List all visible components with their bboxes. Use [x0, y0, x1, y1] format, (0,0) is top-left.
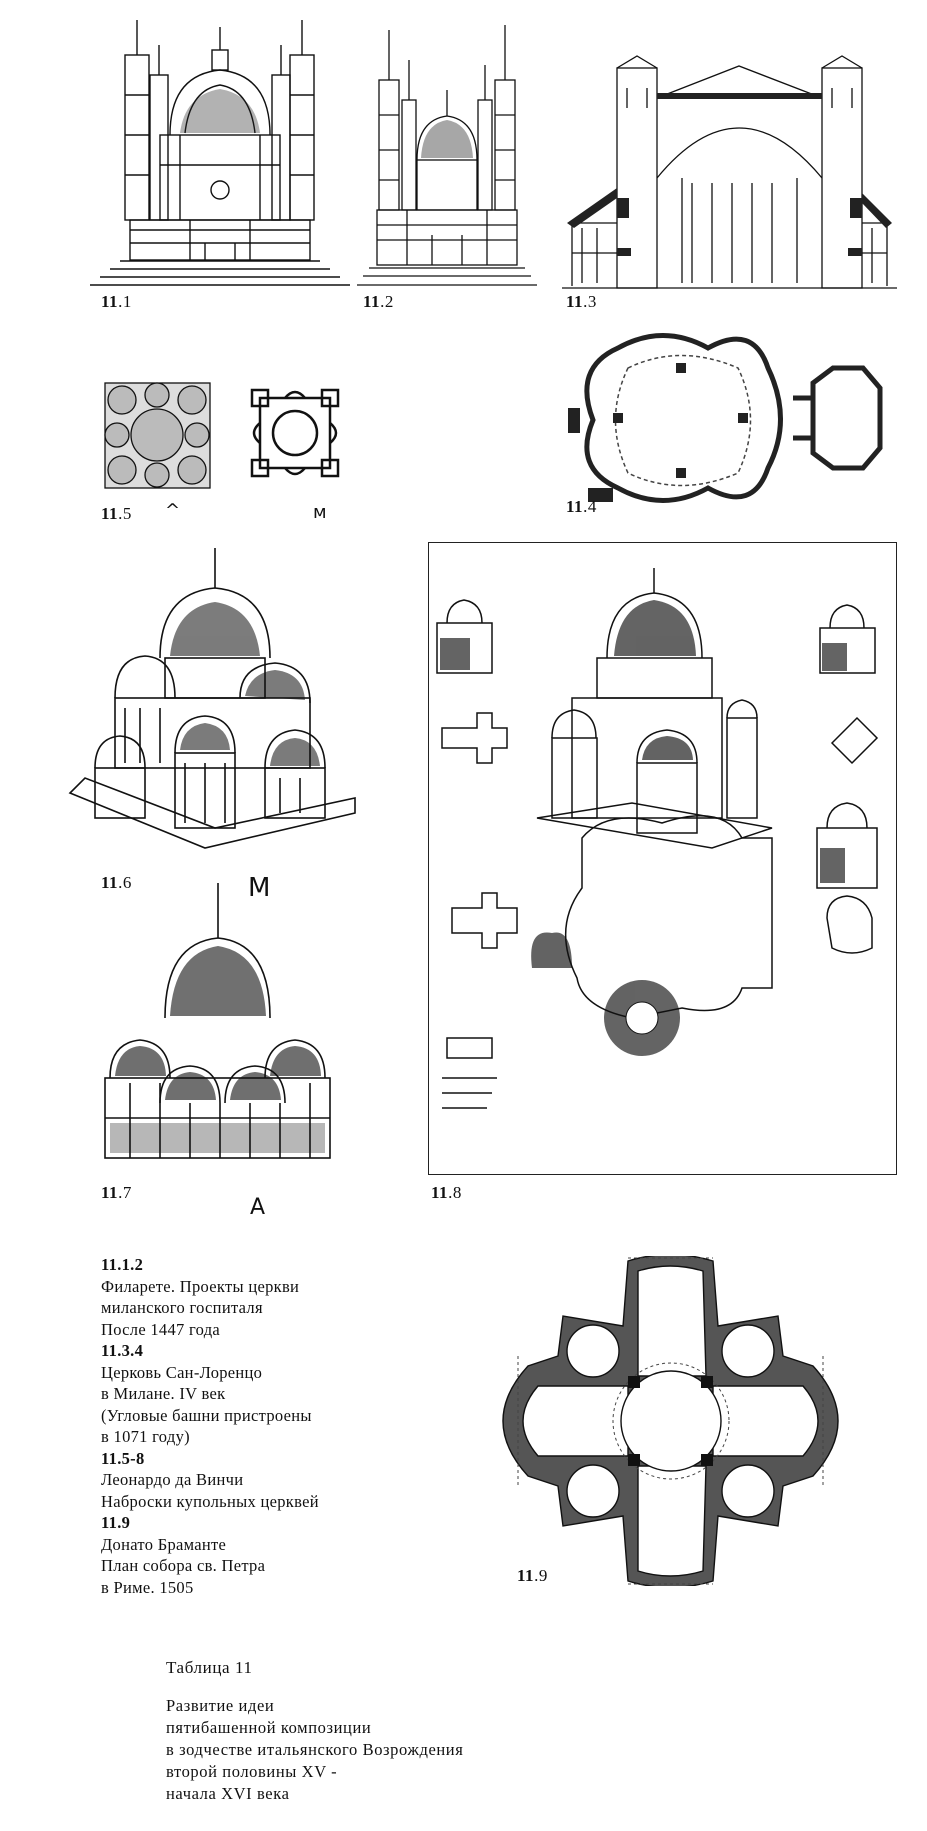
caption-11-2: 11.2: [363, 292, 394, 311]
caption-11-3: 11.3: [566, 292, 597, 311]
legend-id: 11.3.4: [101, 1341, 144, 1360]
table-description-line: в зодчестве итальянского Возрождения: [166, 1740, 464, 1759]
legend-line: в Риме. 1505: [101, 1577, 194, 1597]
drawing-11-6: [65, 538, 360, 858]
legend-line: (Угловые башни пристроены: [101, 1405, 312, 1425]
legend-line: План собора св. Петра: [101, 1556, 266, 1575]
legend-line: Донато Браманте: [101, 1534, 227, 1554]
caption-11-8: 11.8: [431, 1183, 462, 1202]
legend: 11.1.2 Филарете. Проекты церкви миланско…: [101, 1254, 401, 1598]
mark-a-large: А: [250, 1195, 266, 1220]
legend-id: 11.1.2: [101, 1255, 144, 1274]
mark-m-small: м: [313, 502, 327, 523]
drawing-11-4: [568, 328, 893, 513]
drawing-11-2: [357, 20, 537, 290]
table-description-line: второй половины XV -: [166, 1762, 338, 1781]
legend-line: Церковь Сан-Лоренцо: [101, 1362, 263, 1382]
table-description: Развитие идеи пятибашенной композиции в …: [166, 1695, 566, 1805]
drawing-11-3: [562, 48, 897, 293]
mark-a-small: ^: [165, 500, 181, 521]
drawing-11-5: [100, 378, 340, 498]
table-description-line: начала XVI века: [166, 1784, 290, 1803]
frame-11-8: [428, 542, 897, 1175]
drawing-11-7: [70, 878, 360, 1178]
legend-line: Филарете. Проекты церкви: [101, 1276, 300, 1296]
caption-11-5: 11.5: [101, 504, 132, 523]
caption-11-1: 11.1: [101, 292, 132, 311]
drawing-11-1: [90, 15, 350, 290]
legend-line: После 1447 года: [101, 1319, 221, 1339]
legend-id: 11.5-8: [101, 1448, 145, 1468]
drawing-11-8: [432, 548, 892, 1168]
legend-line: Леонардо да Винчи: [101, 1470, 244, 1489]
drawing-11-9: [478, 1256, 863, 1586]
caption-11-6: 11.6: [101, 873, 132, 892]
legend-line: миланского госпиталя: [101, 1298, 263, 1317]
legend-line: в Милане. IV век: [101, 1384, 226, 1403]
caption-11-4: 11.4: [566, 497, 597, 516]
mark-m-large: М: [248, 873, 271, 903]
legend-id: 11.9: [101, 1513, 131, 1532]
table-description-line: пятибашенной композиции: [166, 1718, 372, 1737]
legend-line: в 1071 году): [101, 1427, 190, 1446]
legend-line: Наброски купольных церквей: [101, 1491, 319, 1511]
caption-11-7: 11.7: [101, 1183, 132, 1202]
caption-11-9: 11.9: [517, 1566, 548, 1585]
table-description-line: Развитие идеи: [166, 1696, 275, 1715]
table-title: Таблица 11: [166, 1658, 253, 1677]
